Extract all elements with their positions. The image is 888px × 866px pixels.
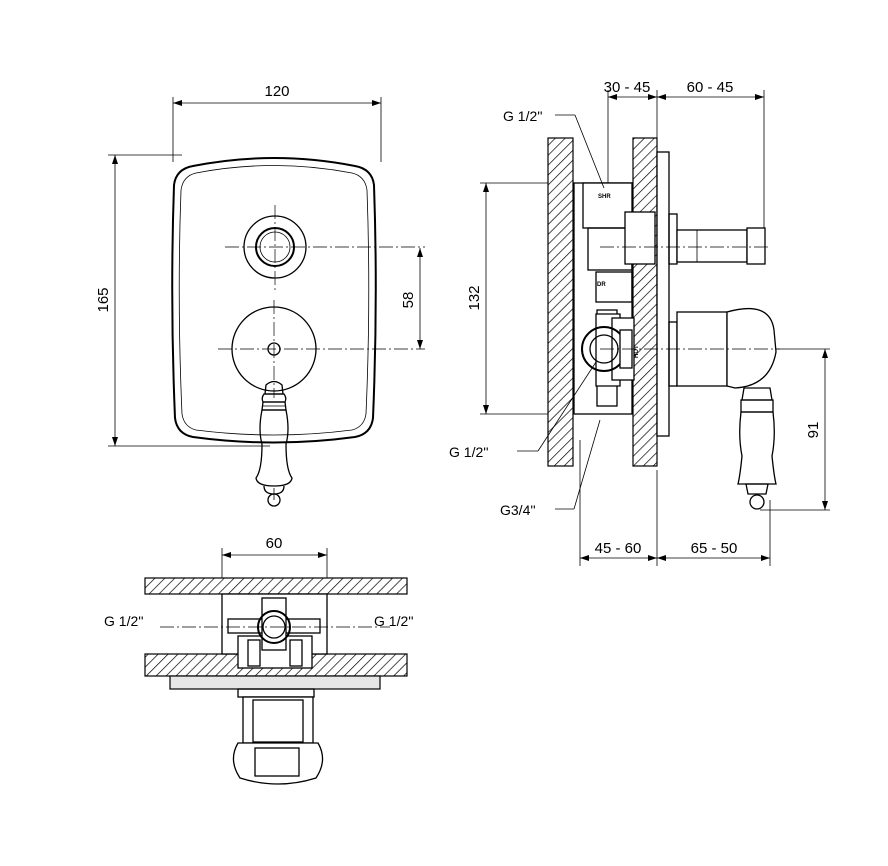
side-bottom-right-label: 65 - 50 bbox=[691, 540, 738, 557]
top-width-label: 60 bbox=[266, 535, 283, 552]
side-bottom-left-label: 45 - 60 bbox=[595, 540, 642, 557]
wall-right-section bbox=[632, 137, 658, 467]
side-height-label: 132 bbox=[466, 285, 483, 310]
cover-plate bbox=[171, 157, 377, 444]
port-bottom-label: G3/4'' bbox=[500, 502, 536, 518]
side-lever-handle bbox=[737, 387, 777, 510]
mark-hot: HOT bbox=[634, 345, 640, 358]
side-cover-plate bbox=[656, 151, 670, 437]
lever-handle bbox=[255, 380, 293, 507]
top-port-left-label: G 1/2'' bbox=[104, 613, 144, 629]
side-top-right-label: 60 - 45 bbox=[687, 79, 734, 96]
front-height-label: 165 bbox=[95, 287, 112, 312]
top-view: 60 G 1/2'' G 1/2'' bbox=[104, 535, 414, 785]
top-wall-back bbox=[144, 577, 408, 595]
front-spacing-label: 58 bbox=[400, 292, 417, 309]
side-view: SHR DR HOT 30 - 45 60 - 45 132 45 - 60 6… bbox=[449, 79, 830, 566]
front-view: 120 165 58 bbox=[95, 83, 425, 507]
front-width-label: 120 bbox=[264, 83, 289, 100]
side-top-left-label: 30 - 45 bbox=[604, 79, 651, 96]
side-handle-label: 91 bbox=[805, 422, 822, 439]
top-port-right-label: G 1/2'' bbox=[374, 613, 414, 629]
mark-dr: DR bbox=[597, 282, 606, 288]
mark-shr: SHR bbox=[598, 194, 611, 200]
wall-left-section bbox=[547, 137, 574, 467]
port-middle-label: G 1/2'' bbox=[449, 444, 489, 460]
port-top-label: G 1/2'' bbox=[503, 108, 543, 124]
